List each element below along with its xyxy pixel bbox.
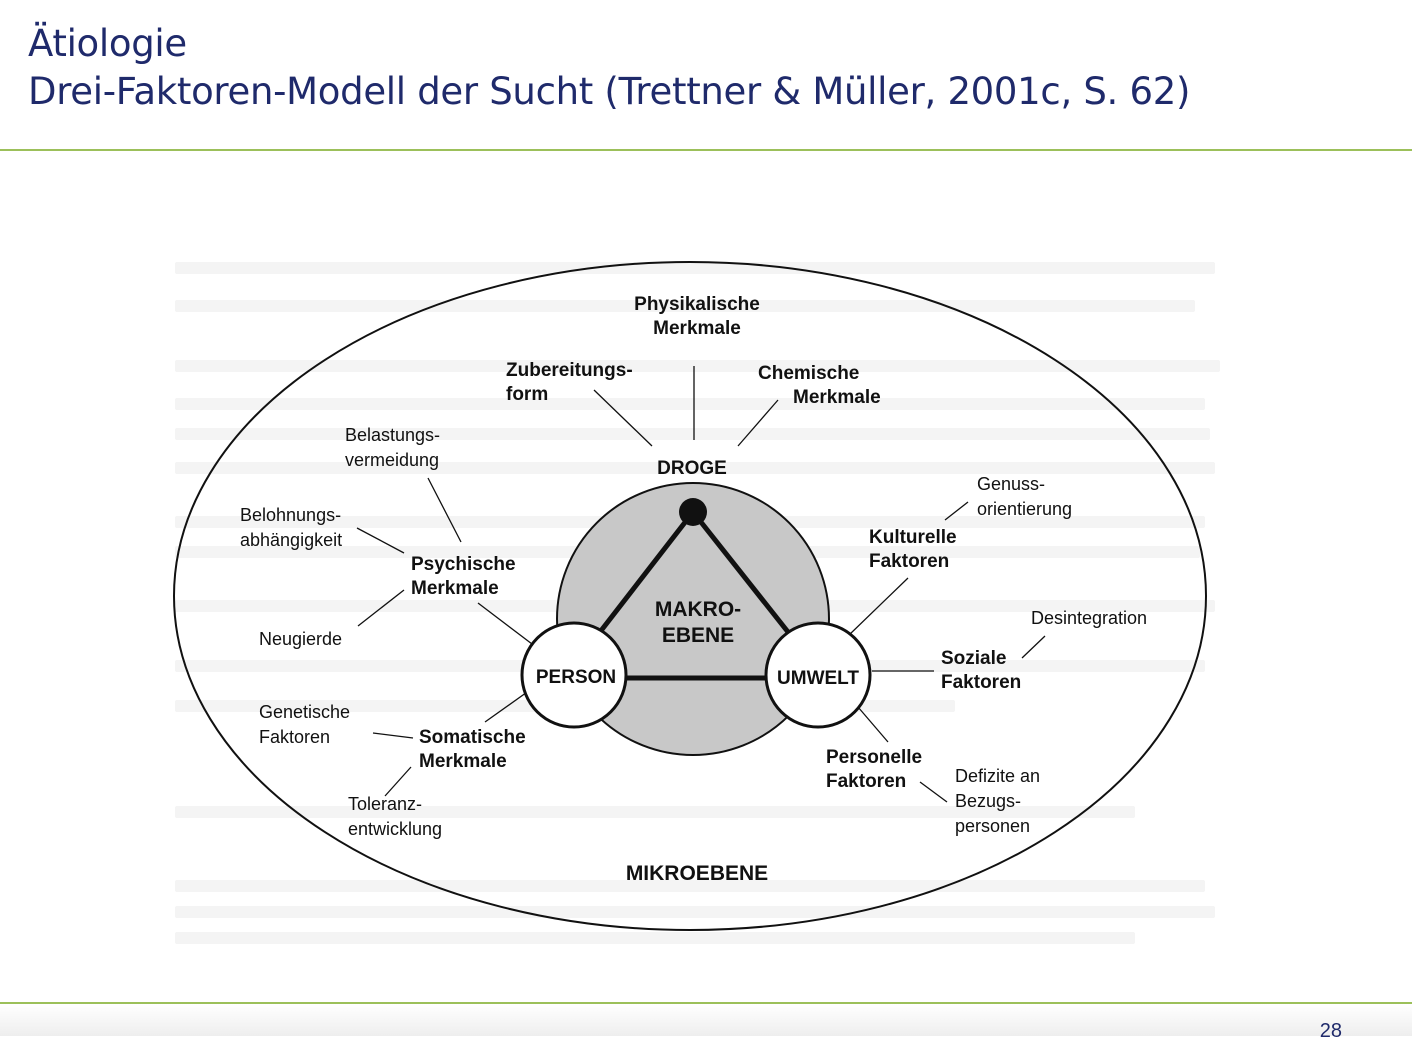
toleranzentwicklung-label-1: Toleranz- — [348, 794, 422, 814]
personelle-faktoren-label-1: Personelle — [826, 747, 922, 768]
chemische-merkmale-label-2: Merkmale — [793, 387, 881, 408]
umwelt-label: UMWELT — [777, 668, 859, 689]
soziale-faktoren-label-2: Faktoren — [941, 672, 1021, 693]
genetische-faktoren-label-2: Faktoren — [259, 727, 330, 747]
kulturelle-faktoren-label-2: Faktoren — [869, 551, 949, 572]
soziale-faktoren-label-1: Soziale — [941, 648, 1006, 669]
footer-divider — [0, 1002, 1412, 1004]
title-line-1: Ätiologie — [28, 22, 187, 65]
umwelt-node — [764, 621, 872, 729]
mikroebene-label: MIKROEBENE — [626, 862, 768, 885]
physikalische-merkmale-label-2: Merkmale — [653, 318, 741, 339]
chemische-merkmale-label-1: Chemische — [758, 363, 859, 384]
neugierde-label: Neugierde — [259, 629, 342, 649]
connector-lines — [356, 366, 1046, 803]
physikalische-merkmale-label-1: Physikalische — [634, 294, 760, 315]
belastungsvermeidung-label-1: Belastungs- — [345, 425, 440, 445]
desintegration-label: Desintegration — [1031, 608, 1147, 628]
footer-band — [0, 1004, 1412, 1036]
droge-label: DROGE — [657, 458, 727, 479]
triangle-links — [598, 510, 790, 681]
genussorientierung-label-1: Genuss- — [977, 474, 1045, 494]
psychische-merkmale-label-1: Psychische — [411, 554, 516, 575]
somatische-merkmale-label-1: Somatische — [419, 727, 526, 748]
person-label: PERSON — [536, 667, 616, 688]
title-divider — [0, 149, 1412, 151]
genussorientierung-label-2: orientierung — [977, 499, 1072, 519]
zubereitungsform-label-1: Zubereitungs- — [506, 360, 633, 381]
slide-title: Ätiologie Drei-Faktoren-Modell der Sucht… — [28, 20, 1190, 116]
makroebene-label-1: MAKRO- — [655, 598, 741, 621]
title-line-2: Drei-Faktoren-Modell der Sucht (Trettner… — [28, 70, 1191, 113]
makroebene-label-2: EBENE — [662, 624, 734, 647]
psychische-merkmale-label-2: Merkmale — [411, 578, 499, 599]
defizite-bezugspersonen-label-3: personen — [955, 816, 1030, 836]
zubereitungsform-label-2: form — [506, 384, 548, 405]
kulturelle-faktoren-label-1: Kulturelle — [869, 527, 957, 548]
genetische-faktoren-label-1: Genetische — [259, 702, 350, 722]
belastungsvermeidung-label-2: vermeidung — [345, 450, 439, 470]
defizite-bezugspersonen-label-1: Defizite an — [955, 766, 1040, 786]
somatische-merkmale-label-2: Merkmale — [419, 751, 507, 772]
mikroebene-ellipse — [173, 261, 1207, 931]
belohnungsabhaengigkeit-label-2: abhängigkeit — [240, 530, 342, 550]
personelle-faktoren-label-2: Faktoren — [826, 771, 906, 792]
defizite-bezugspersonen-label-2: Bezugs- — [955, 791, 1021, 811]
page-number: 28 — [1319, 1020, 1342, 1042]
toleranzentwicklung-label-2: entwicklung — [348, 819, 442, 839]
droge-node — [679, 498, 707, 526]
person-node — [520, 621, 628, 729]
belohnungsabhaengigkeit-label-1: Belohnungs- — [240, 505, 341, 525]
